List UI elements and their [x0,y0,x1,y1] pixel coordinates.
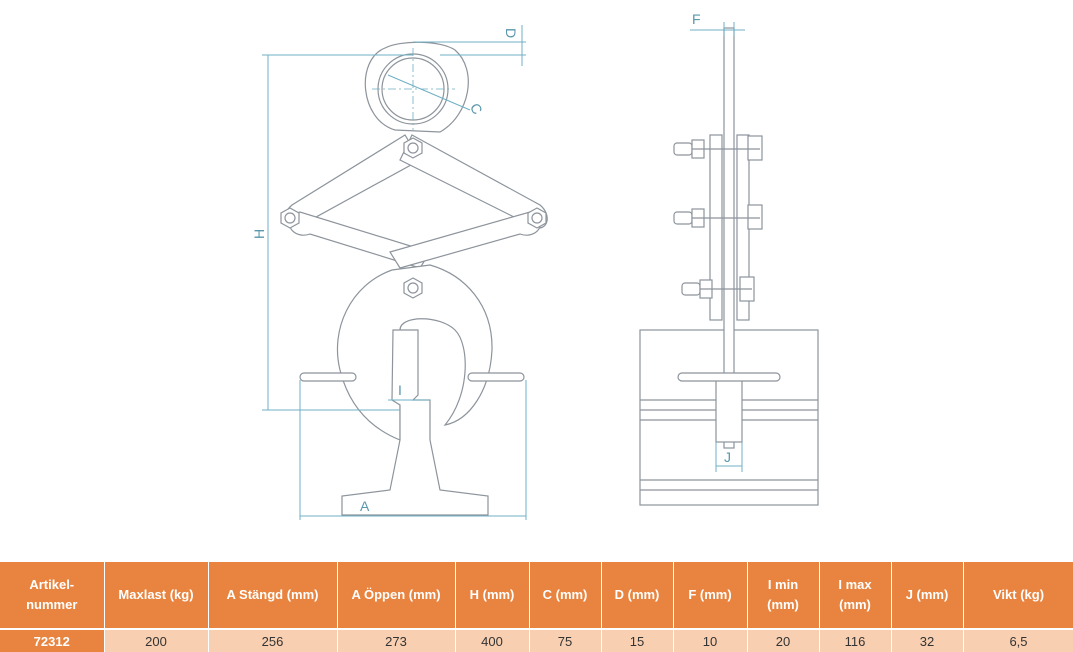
header-d: D (mm) [601,562,674,629]
dim-label-a: A [360,498,370,514]
cell-i-max: 116 [819,628,892,652]
side-bolt-1 [673,135,763,161]
cell-vikt: 6,5 [963,628,1073,652]
jaw-body [336,264,493,441]
cell-c: 75 [529,628,602,652]
side-bolt-3 [681,276,755,302]
handle-left [299,372,357,382]
header-i-max: I max(mm) [819,562,892,629]
cell-article-number: 72312 [0,628,105,652]
side-view: F J [639,11,819,506]
cell-i-min: 20 [747,628,820,652]
header-a-open: A Öppen (mm) [337,562,456,629]
cell-d: 15 [601,628,674,652]
front-view: H A D C I [251,25,548,520]
dim-label-i: I [398,382,402,398]
cell-f: 10 [673,628,748,652]
header-article-number: Artikel-nummer [0,562,105,629]
cell-maxlast: 200 [104,628,209,652]
spec-table: Artikel-nummer Maxlast (kg) A Stängd (mm… [0,562,1073,652]
dim-label-f: F [692,11,701,27]
cell-h: 400 [455,628,530,652]
cell-j: 32 [891,628,964,652]
header-a-closed: A Stängd (mm) [208,562,338,629]
cell-a-closed: 256 [208,628,338,652]
technical-drawing: H A D C I [251,11,819,520]
dim-label-d: D [503,28,519,38]
header-vikt: Vikt (kg) [963,562,1073,629]
header-i-min: I min(mm) [747,562,820,629]
header-f: F (mm) [673,562,748,629]
cell-a-open: 273 [337,628,456,652]
table-row: 72312 200 256 273 400 75 15 10 20 116 32… [0,628,1073,652]
table-header-row: Artikel-nummer Maxlast (kg) A Stängd (mm… [0,562,1073,629]
side-plate-center [723,27,735,449]
pivot-bolt-right [527,207,547,229]
header-c: C (mm) [529,562,602,629]
dim-label-h: H [251,229,267,239]
side-bolt-2 [673,204,763,230]
header-maxlast: Maxlast (kg) [104,562,209,629]
side-plate-left [709,134,723,321]
dim-label-c: C [467,100,486,117]
header-j: J (mm) [891,562,964,629]
dim-label-j: J [724,449,731,465]
rail-profile [341,329,489,516]
side-handle [677,372,781,382]
pivot-bolt-jaw [403,277,423,299]
handle-right [467,372,525,382]
header-h: H (mm) [455,562,530,629]
jaw-side [715,379,743,443]
pivot-bolt-top [403,137,423,159]
pivot-bolt-left [280,207,300,229]
lower-arm-right [389,211,542,269]
